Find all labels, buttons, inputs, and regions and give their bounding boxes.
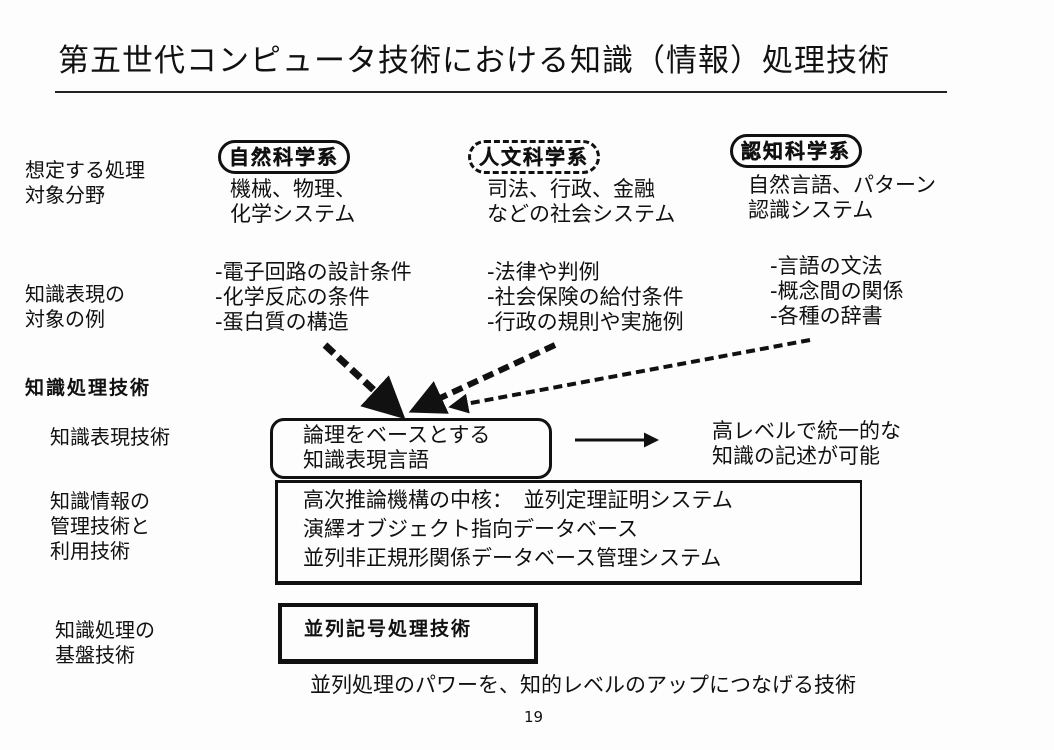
dashed-arrow-natural — [322, 342, 406, 420]
result-line: 知識の記述が可能 — [712, 444, 880, 468]
management-box: 高次推論機構の中核： 並列定理証明システム 演繹オブジェクト指向データベース 並… — [275, 480, 862, 585]
dashed-arrow-cognitive — [448, 338, 811, 414]
result-line: 高レベルで統一的な — [712, 419, 901, 443]
field-pill-natural-science: 自然科学系 — [218, 140, 350, 174]
field-pill-humanities: 人文科学系 — [468, 140, 600, 174]
example-line: -各種の辞書 — [770, 304, 883, 328]
label-line: 基盤技術 — [55, 643, 135, 667]
field-desc-cognitive: 自然言語、パターン 認識システム — [748, 173, 936, 223]
page-number: 19 — [524, 708, 544, 726]
field-desc-humanities: 司法、行政、金融 などの社会システム — [487, 177, 675, 227]
label-line: 対象分野 — [25, 183, 105, 207]
representation-box: 論理をベースとする 知識表現言語 — [270, 418, 552, 479]
label-line: 知識情報の — [50, 489, 150, 513]
dashed-arrow-humanities — [408, 342, 557, 414]
foundation-box: 並列記号処理技術 — [278, 603, 538, 664]
desc-line: などの社会システム — [487, 202, 676, 226]
label-management-tech: 知識情報の 管理技術と 利用技術 — [50, 489, 150, 564]
examples-natural: -電子回路の設計条件 -化学反応の条件 -蛋白質の構造 — [215, 260, 412, 335]
title-underline — [55, 91, 947, 93]
label-knowledge-examples: 知識表現の 対象の例 — [25, 282, 125, 332]
example-line: -法律や判例 — [487, 260, 600, 284]
conclusion-text: 並列処理のパワーを、知的レベルのアップにつなげる技術 — [310, 673, 856, 697]
desc-line: 自然言語、パターン — [748, 173, 936, 197]
label-line: 利用技術 — [50, 539, 130, 563]
label-line: 知識表現の — [25, 282, 125, 306]
box-line: 論理をベースとする — [303, 423, 491, 447]
representation-result: 高レベルで統一的な 知識の記述が可能 — [712, 419, 901, 469]
label-line: 対象の例 — [25, 307, 105, 331]
foundation-text: 並列記号処理技術 — [304, 618, 473, 640]
field-desc-natural: 機械、物理、 化学システム — [230, 177, 356, 227]
examples-cognitive: -言語の文法 -概念間の関係 -各種の辞書 — [770, 254, 904, 329]
desc-line: 化学システム — [230, 202, 356, 226]
label-representation-tech: 知識表現技術 — [50, 425, 170, 449]
example-line: -概念間の関係 — [770, 279, 904, 303]
box-line: 演繹オブジェクト指向データベース — [303, 517, 638, 541]
box-line: 並列非正規形関係データベース管理システム — [303, 546, 722, 570]
label-foundation-tech: 知識処理の 基盤技術 — [55, 618, 155, 668]
example-line: -蛋白質の構造 — [215, 310, 349, 334]
label-target-field: 想定する処理 対象分野 — [25, 158, 145, 208]
example-line: -化学反応の条件 — [215, 285, 370, 309]
desc-line: 機械、物理、 — [230, 177, 356, 201]
example-line: -電子回路の設計条件 — [215, 260, 412, 284]
example-line: -社会保険の給付条件 — [487, 285, 684, 309]
representation-text: 論理をベースとする 知識表現言語 — [303, 423, 490, 473]
desc-line: 司法、行政、金融 — [487, 177, 655, 201]
section-heading-knowledge-processing: 知識処理技術 — [25, 377, 152, 399]
box-line: 知識表現言語 — [303, 448, 429, 472]
example-line: -言語の文法 — [770, 254, 883, 278]
desc-line: 認識システム — [748, 198, 874, 222]
box-line: 高次推論機構の中核： 並列定理証明システム — [303, 488, 733, 512]
label-line: 知識処理の — [55, 618, 155, 642]
examples-humanities: -法律や判例 -社会保険の給付条件 -行政の規則や実施例 — [487, 260, 684, 335]
management-text: 高次推論機構の中核： 並列定理証明システム 演繹オブジェクト指向データベース 並… — [303, 486, 733, 573]
label-line: 想定する処理 — [25, 158, 145, 182]
example-line: -行政の規則や実施例 — [487, 310, 684, 334]
page-title: 第五世代コンピュータ技術における知識（情報）処理技術 — [58, 43, 890, 79]
label-line: 管理技術と — [50, 514, 150, 538]
field-pill-cognitive-science: 認知科学系 — [730, 134, 862, 168]
